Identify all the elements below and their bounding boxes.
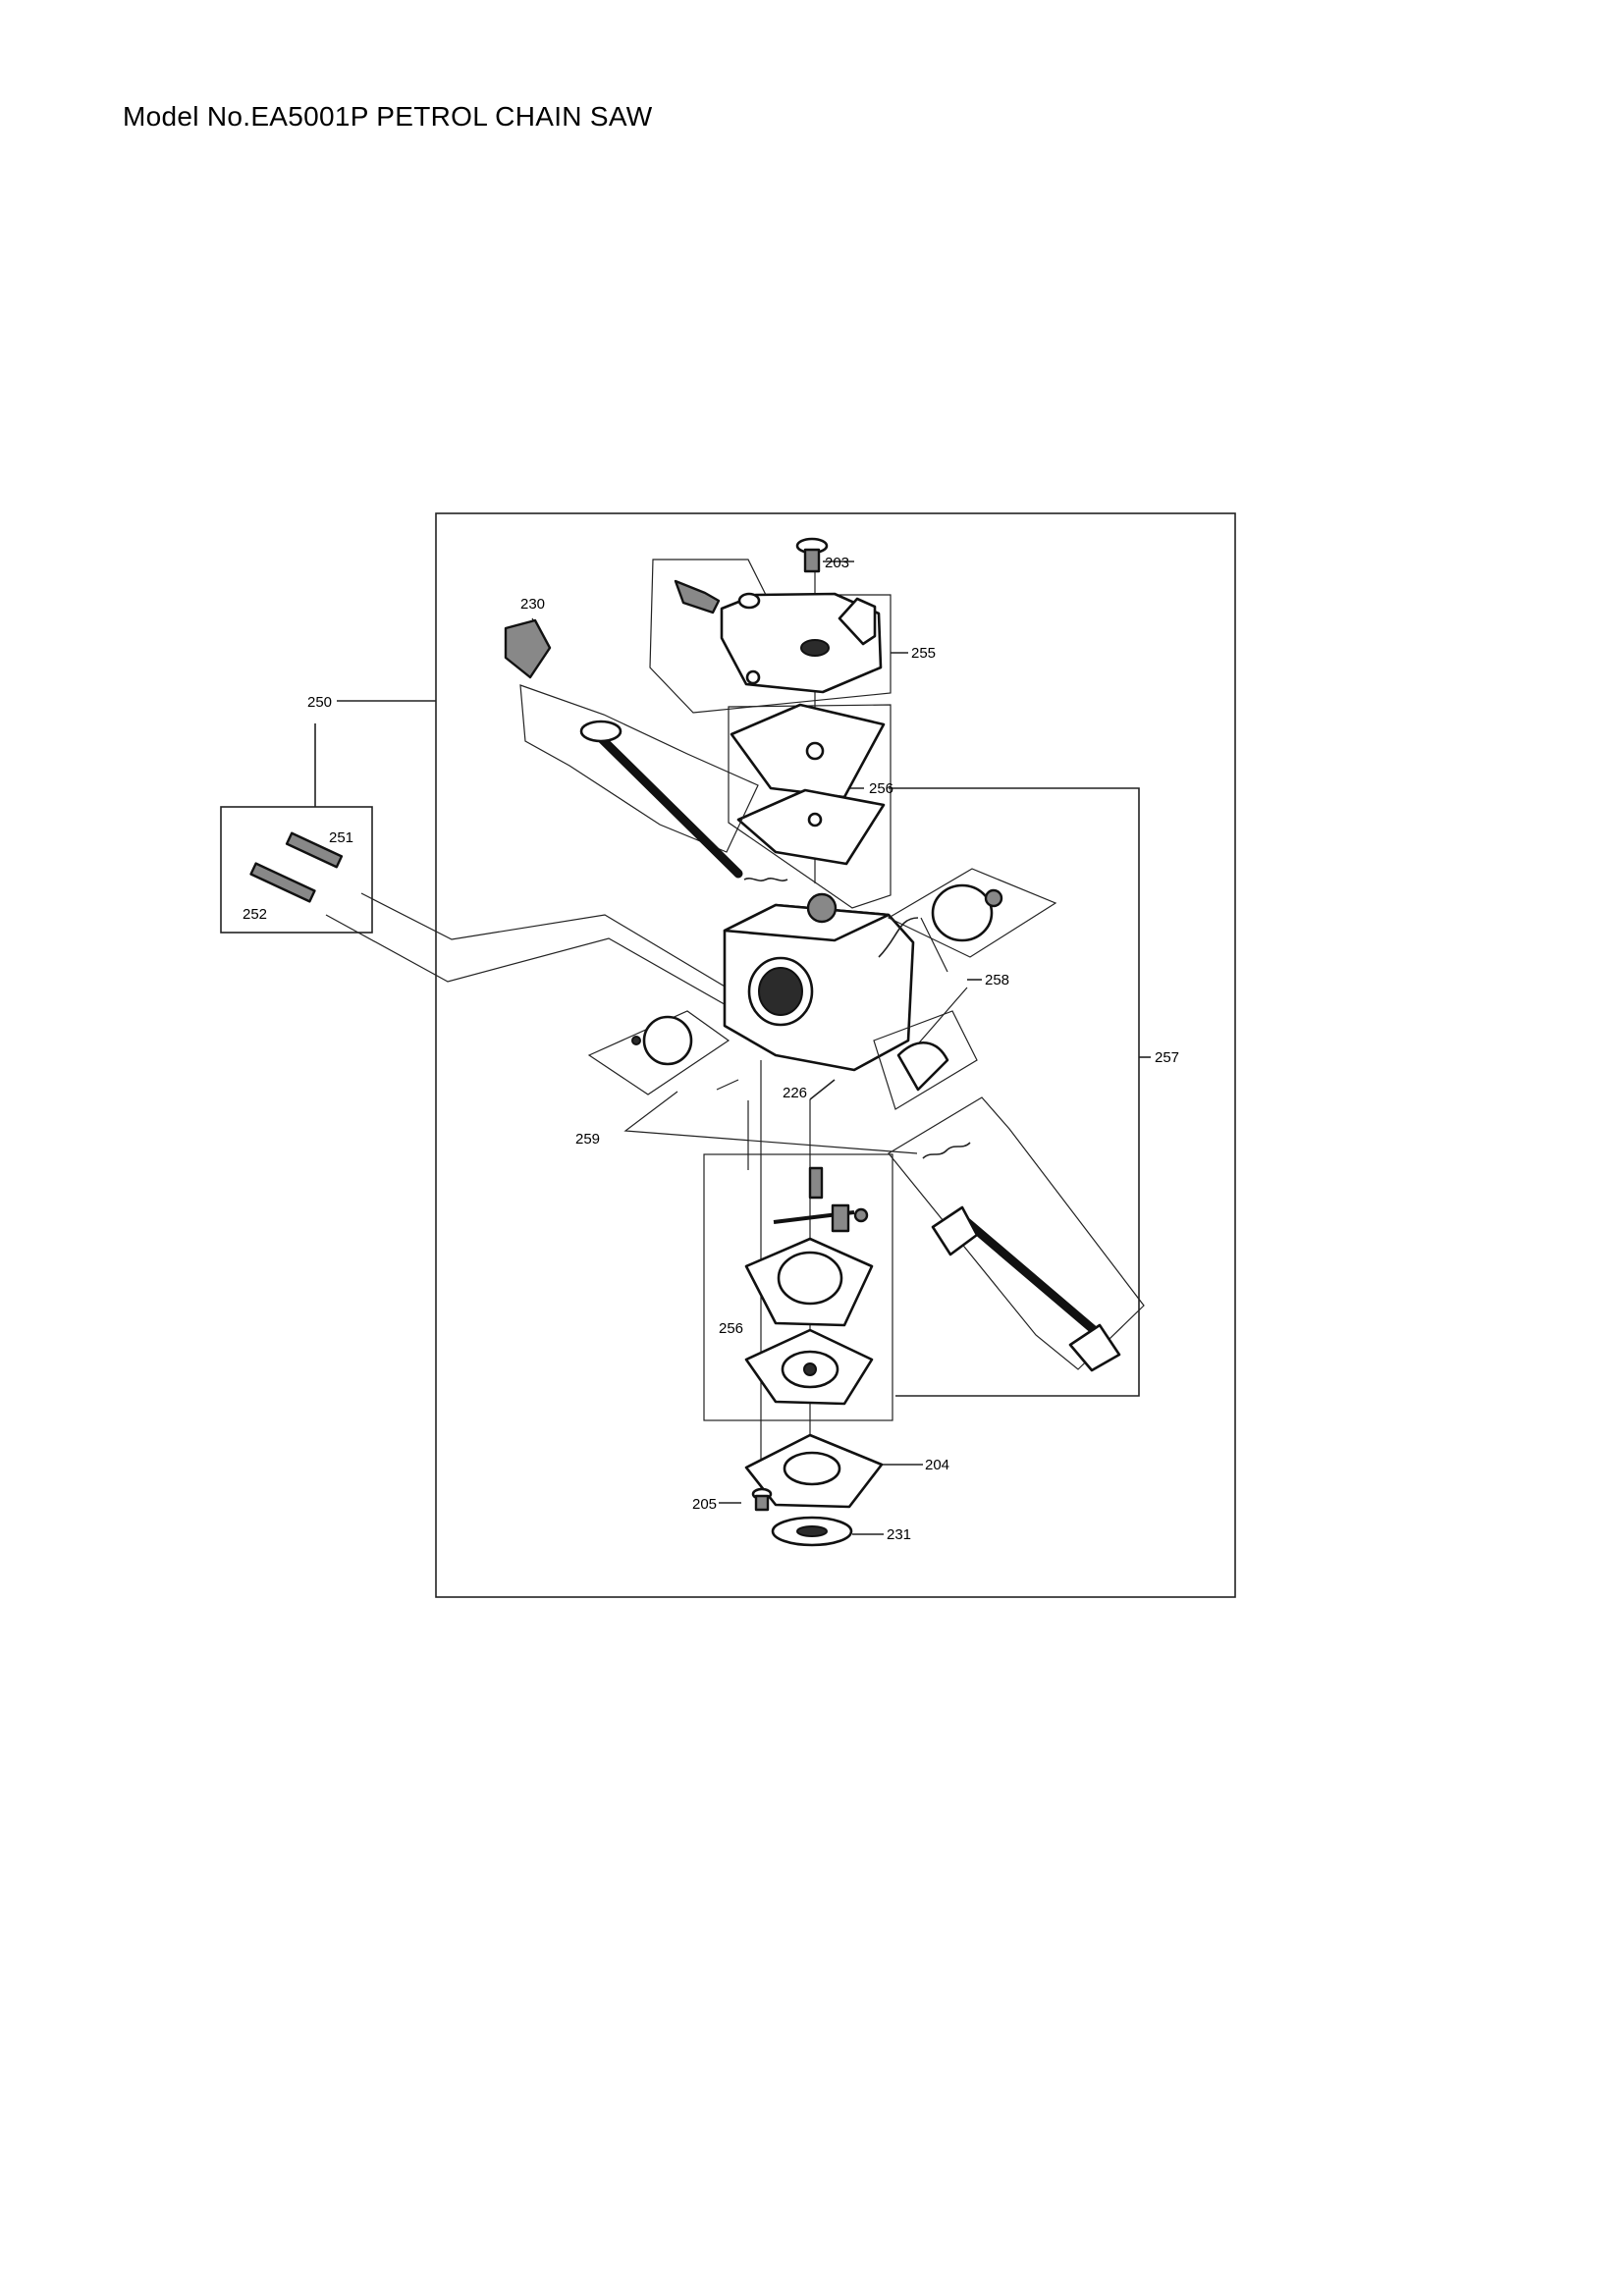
metering-cover-204 [744, 1433, 884, 1509]
throttle-shaft-230 [504, 618, 788, 881]
callout-257: 257 [1155, 1049, 1179, 1066]
washer-231 [771, 1516, 853, 1547]
callout-231: 231 [887, 1526, 911, 1543]
callout-256-lower: 256 [719, 1320, 743, 1337]
callout-230: 230 [520, 596, 545, 613]
callout-226: 226 [783, 1085, 807, 1101]
screw-205 [751, 1487, 773, 1512]
callout-256-upper: 256 [869, 780, 893, 797]
callout-204: 204 [925, 1457, 949, 1473]
callout-250: 250 [307, 694, 332, 711]
needle-lever-226 [773, 1079, 869, 1233]
screw-203 [795, 537, 829, 573]
callout-255: 255 [911, 645, 936, 662]
callout-258: 258 [985, 972, 1009, 988]
choke-shaft [888, 1096, 1145, 1372]
gasket-256-upper [728, 703, 892, 909]
gasket-256-lower [703, 1153, 893, 1421]
pump-cover-258 [873, 868, 1057, 1110]
callout-252: 252 [243, 906, 267, 923]
callout-203: 203 [825, 555, 849, 571]
adjust-needles-251-252 [249, 831, 344, 903]
callout-259: 259 [575, 1131, 600, 1148]
carburetor-body [723, 892, 919, 1072]
side-plate-259 [587, 1010, 730, 1095]
callout-205: 205 [692, 1496, 717, 1513]
top-cover-255 [649, 559, 892, 714]
needle-group-box [220, 806, 373, 934]
diagram-frame [435, 512, 1236, 1598]
callout-251: 251 [329, 829, 353, 846]
page-title: Model No.EA5001P PETROL CHAIN SAW [123, 101, 653, 132]
